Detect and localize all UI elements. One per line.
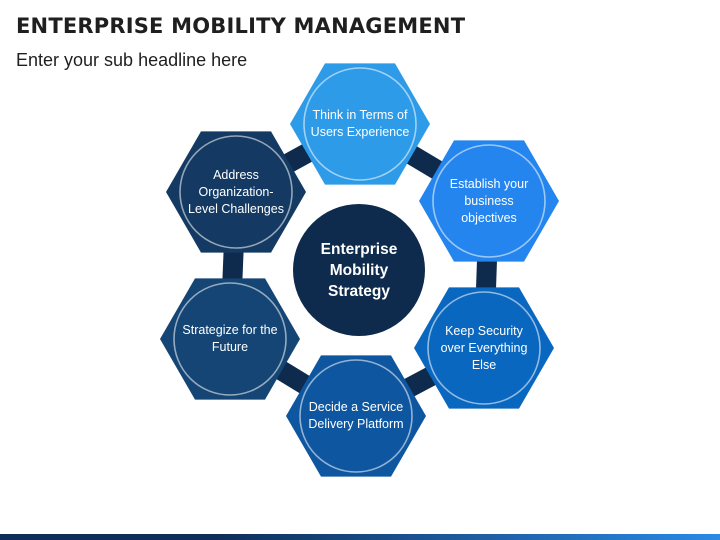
hexagon-inner-circle-business-objectives <box>432 144 546 258</box>
center-circle <box>293 204 425 336</box>
node-label-users-experience: Think in Terms of Users Experience <box>310 108 410 139</box>
hexagon-security <box>414 287 554 409</box>
hexagon-future <box>160 278 300 400</box>
hexagon-inner-circle-service-delivery <box>299 359 413 473</box>
page-subtitle: Enter your sub headline here <box>16 50 248 70</box>
page-title: ENTERPRISE MOBILITY MANAGEMENT <box>16 14 466 38</box>
node-label-future: Strategize for the Future <box>182 323 278 354</box>
node-label-service-delivery: Decide a Service Delivery Platform <box>308 400 404 431</box>
node-label-organization: Address Organization-Level Challenges <box>188 167 284 216</box>
hexagon-business-objectives <box>419 140 559 262</box>
hexagon-group <box>160 63 559 477</box>
hexagon-inner-circle-users-experience <box>303 67 417 181</box>
node-label-business-objectives: Establish your business objectives <box>449 176 529 225</box>
hexagon-inner-circle-future <box>173 282 287 396</box>
hexagon-service-delivery <box>286 355 426 477</box>
hexagon-inner-circle-organization <box>179 135 293 249</box>
hexagon-users-experience <box>290 63 430 185</box>
footer-bar <box>0 534 720 540</box>
center-label: Enterprise Mobility Strategy <box>320 240 398 300</box>
hexagon-inner-circle-security <box>427 291 541 405</box>
hexagon-organization <box>166 131 306 253</box>
node-label-security: Keep Security over Everything Else <box>440 323 528 372</box>
